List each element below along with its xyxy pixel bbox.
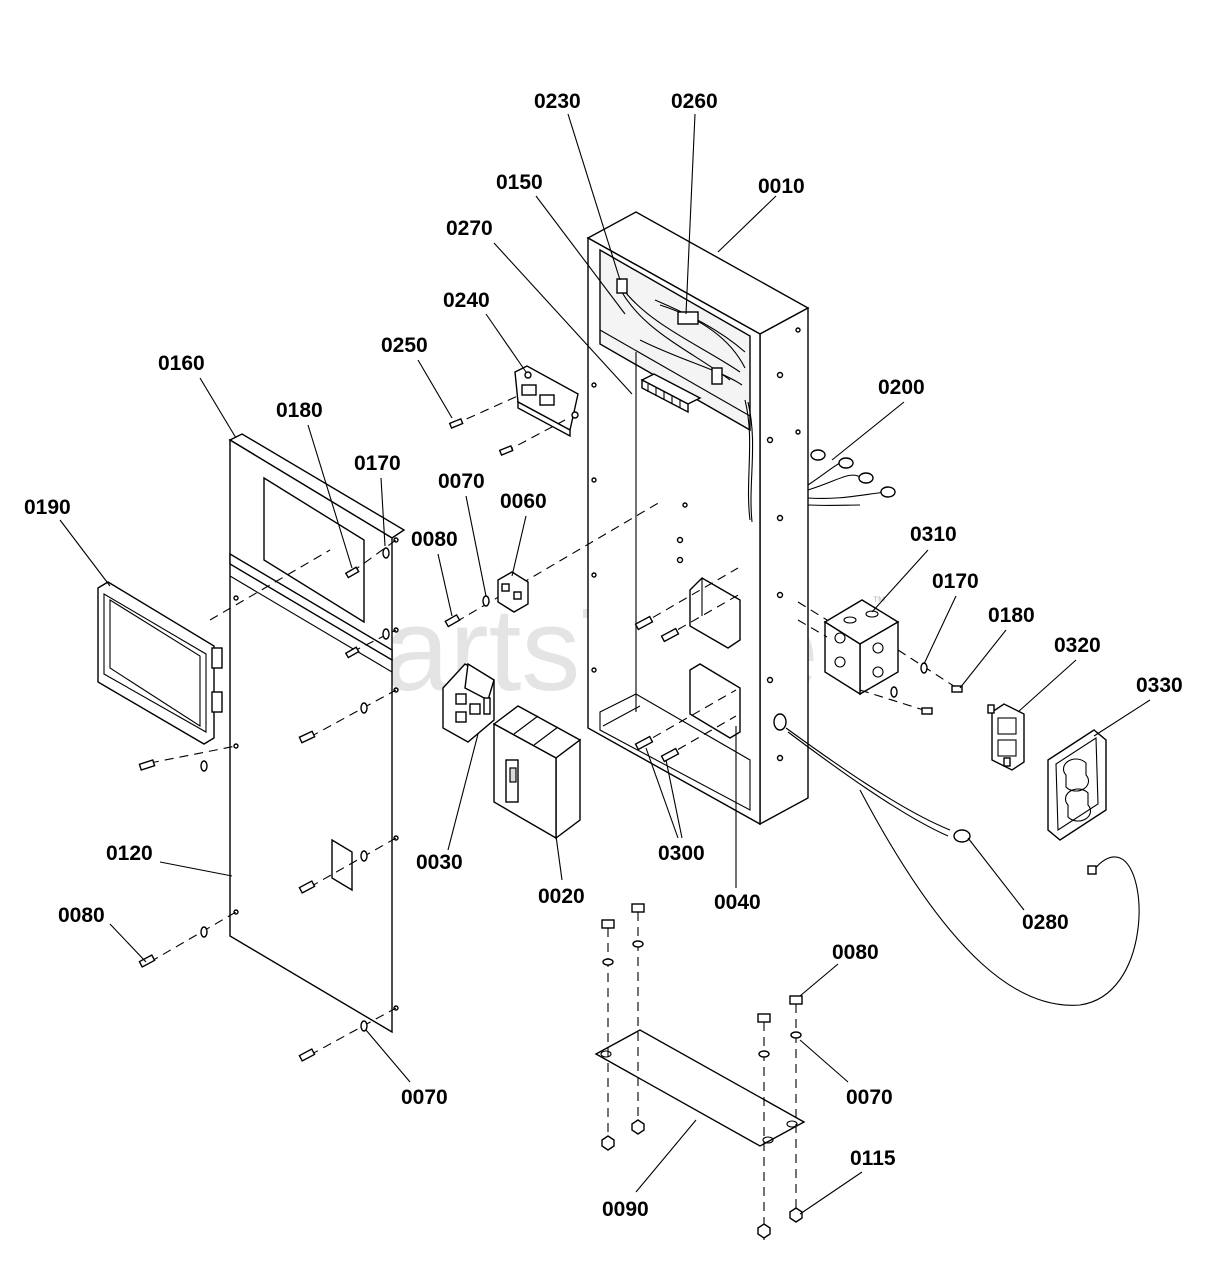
display-bezel-0190[interactable] xyxy=(97,581,223,745)
callout-0170: 0170 xyxy=(354,452,401,475)
bracket-0060[interactable] xyxy=(444,501,661,628)
callout-0030: 0030 xyxy=(416,851,463,874)
callout-0190: 0190 xyxy=(24,496,71,519)
callout-0115: 0115 xyxy=(850,1147,896,1170)
callout-0040: 0040 xyxy=(714,891,761,914)
callout-labels: 0230 0260 0150 0010 0270 0240 0250 0200 … xyxy=(24,90,1183,1221)
leader-lines xyxy=(59,113,1151,1215)
callout-0070: 0070 xyxy=(401,1086,448,1109)
junction-box-0310[interactable] xyxy=(797,599,963,715)
callout-0330: 0330 xyxy=(1136,674,1183,697)
callout-0320: 0320 xyxy=(1054,634,1101,657)
callout-0070: 0070 xyxy=(438,470,485,493)
callout-0250: 0250 xyxy=(381,334,428,357)
wiring-harness-0150[interactable] xyxy=(616,278,754,523)
screws-0250[interactable] xyxy=(448,394,566,456)
ring-wires-0200[interactable] xyxy=(807,449,896,506)
ground-cable-0280[interactable] xyxy=(773,713,1140,1006)
callout-0060: 0060 xyxy=(500,490,547,513)
callout-0010: 0010 xyxy=(758,175,805,198)
bottom-plate-0090[interactable] xyxy=(594,903,806,1240)
callout-0070: 0070 xyxy=(846,1086,893,1109)
terminal-strip-0270[interactable] xyxy=(640,373,702,414)
panel-screws[interactable] xyxy=(138,539,397,1062)
callout-0020: 0020 xyxy=(538,885,585,908)
control-module-0240[interactable] xyxy=(514,365,579,438)
cover-plate-0330[interactable] xyxy=(1047,729,1107,841)
callout-0180: 0180 xyxy=(988,604,1035,627)
connector-0260[interactable] xyxy=(677,311,699,325)
callout-0160: 0160 xyxy=(158,352,205,375)
callout-0170: 0170 xyxy=(932,570,979,593)
callout-0090: 0090 xyxy=(602,1198,649,1221)
callout-0270: 0270 xyxy=(446,217,493,240)
receptacle-0320[interactable] xyxy=(987,703,1025,771)
callout-0200: 0200 xyxy=(878,376,925,399)
callout-0180: 0180 xyxy=(276,399,323,422)
callout-0150: 0150 xyxy=(496,171,543,194)
callout-0080: 0080 xyxy=(58,904,105,927)
callout-0260: 0260 xyxy=(671,90,718,113)
bracket-0040[interactable] xyxy=(634,567,741,763)
watermark-trademark: ™ xyxy=(872,593,886,609)
callout-0230: 0230 xyxy=(534,90,581,113)
callout-0300: 0300 xyxy=(658,842,705,865)
enclosure-0010[interactable] xyxy=(586,211,810,826)
connector-0230[interactable] xyxy=(616,278,628,294)
callout-0080: 0080 xyxy=(832,941,879,964)
callout-0120: 0120 xyxy=(106,842,153,865)
circuit-breaker-0020[interactable] xyxy=(492,705,582,840)
callout-0240: 0240 xyxy=(443,289,490,312)
callout-0280: 0280 xyxy=(1022,911,1069,934)
fuse-block-0030[interactable] xyxy=(442,662,495,743)
callout-0310: 0310 xyxy=(910,523,957,546)
callout-0080: 0080 xyxy=(411,528,458,551)
